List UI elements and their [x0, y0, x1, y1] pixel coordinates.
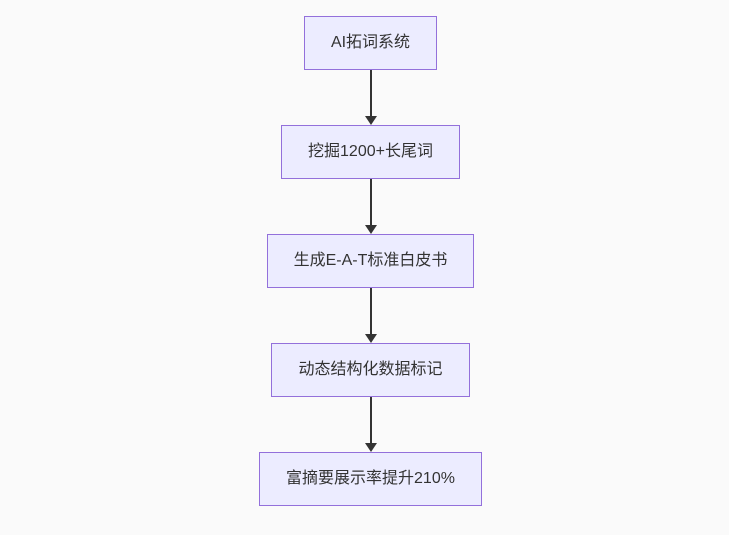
flow-node-label: 生成E-A-T标准白皮书	[293, 252, 448, 269]
arrowhead-down-icon	[364, 334, 377, 343]
arrow-line	[369, 397, 372, 443]
flow-node: 动态结构化数据标记	[271, 343, 470, 397]
flowchart: AI拓词系统 挖掘1200+长尾词 生成E-A-T标准白皮书 动态结构化数据标记…	[6, 0, 729, 506]
arrowhead-down-icon	[364, 116, 377, 125]
arrow-line	[369, 179, 372, 225]
flow-arrow	[364, 179, 377, 234]
flow-arrow	[364, 397, 377, 452]
flow-node-label: 动态结构化数据标记	[298, 361, 443, 378]
flow-node-label: 富摘要展示率提升210%	[286, 470, 455, 487]
flow-node: 生成E-A-T标准白皮书	[266, 234, 475, 288]
flow-arrow	[364, 288, 377, 343]
arrow-line	[369, 288, 372, 334]
flow-node-label: AI拓词系统	[330, 34, 411, 51]
arrowhead-down-icon	[364, 443, 377, 452]
flow-node: 挖掘1200+长尾词	[281, 125, 460, 179]
arrowhead-down-icon	[364, 225, 377, 234]
flow-node-label: 挖掘1200+长尾词	[308, 143, 433, 160]
flow-arrow	[364, 70, 377, 125]
flow-node: AI拓词系统	[303, 16, 438, 70]
flow-node: 富摘要展示率提升210%	[259, 452, 482, 506]
arrow-line	[369, 70, 372, 116]
